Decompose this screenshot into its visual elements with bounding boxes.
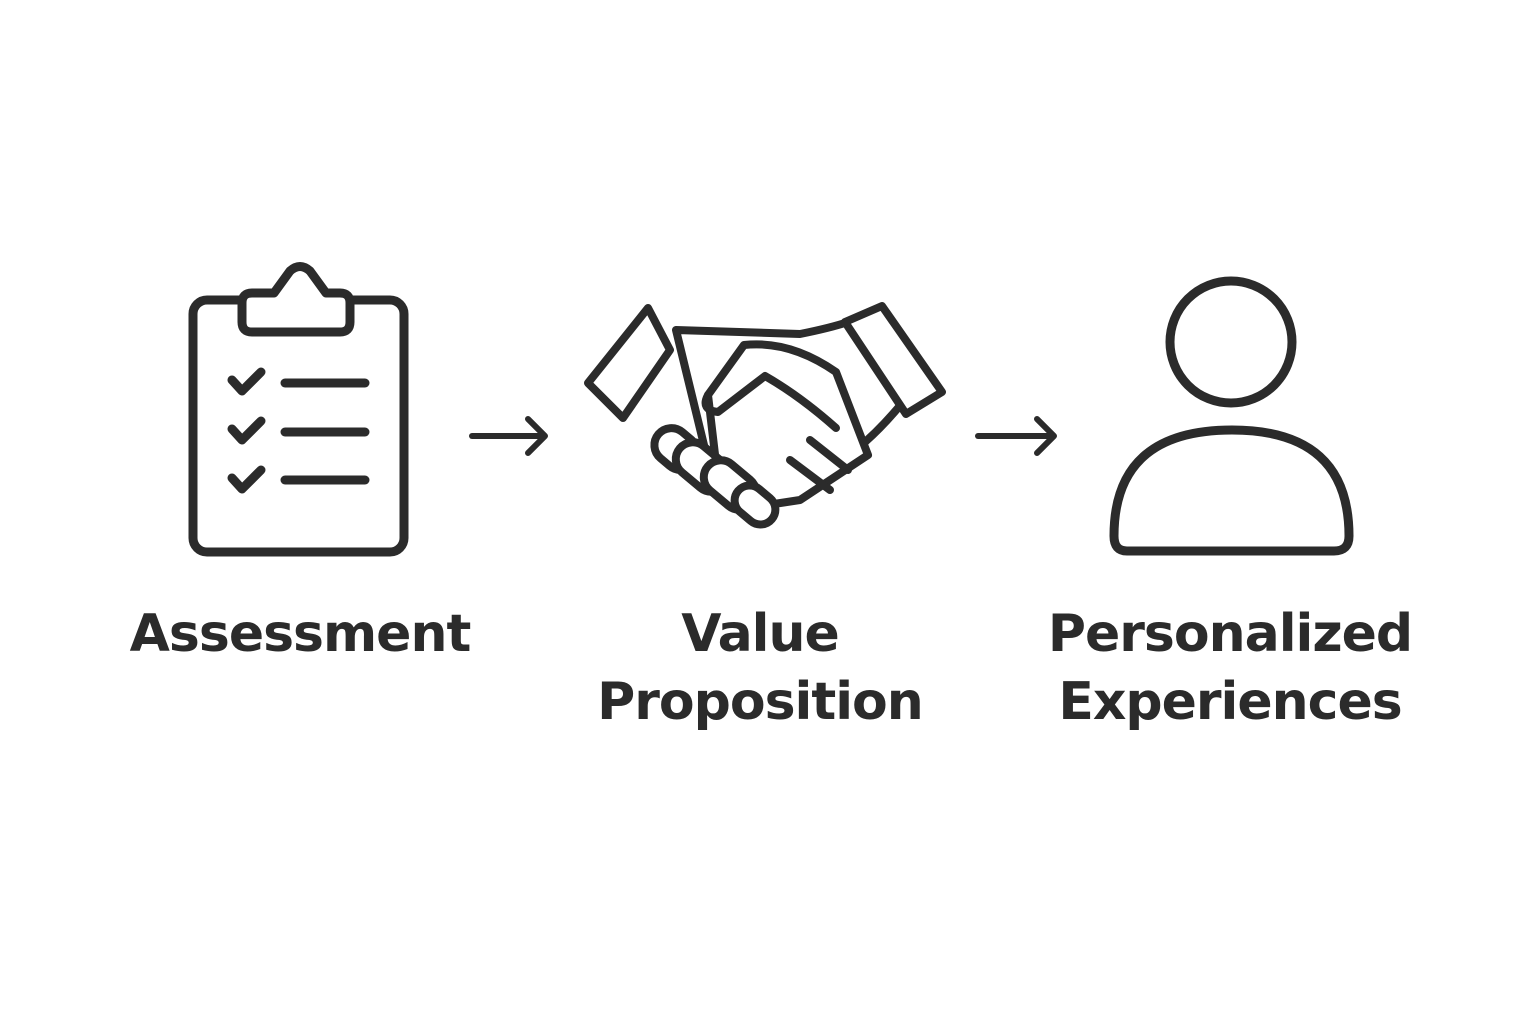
left-cuff xyxy=(584,304,674,422)
step-label-personalized-experiences: Personalized Experiences xyxy=(1000,600,1460,736)
check-mark-2 xyxy=(227,416,266,445)
arrow-right-icon xyxy=(469,416,548,456)
right-cuff xyxy=(841,302,946,418)
check-mark-1 xyxy=(227,367,266,396)
person-head xyxy=(1165,276,1297,408)
finger-4 xyxy=(730,481,780,529)
clipboard-clip xyxy=(237,262,355,337)
person-body xyxy=(1109,425,1354,556)
finger-line-1 xyxy=(806,436,852,474)
step-label-line: Experiences xyxy=(1058,672,1402,732)
step-label-line: Proposition xyxy=(597,672,924,732)
thumb xyxy=(701,372,840,432)
arrow-right-icon xyxy=(975,416,1057,456)
finger-line-2 xyxy=(786,456,834,494)
step-label-value-proposition: Value Proposition xyxy=(540,600,980,736)
check-mark-3 xyxy=(227,465,266,494)
step-label-assessment: Assessment xyxy=(100,600,500,668)
step-label-line: Personalized xyxy=(1047,604,1413,664)
person-icon xyxy=(1109,276,1354,556)
clipboard-checklist-icon xyxy=(188,262,409,557)
handshake-icon xyxy=(584,302,946,529)
step-label-line: Value xyxy=(681,604,840,664)
clipboard-board xyxy=(188,295,409,557)
step-label-line: Assessment xyxy=(129,604,472,664)
